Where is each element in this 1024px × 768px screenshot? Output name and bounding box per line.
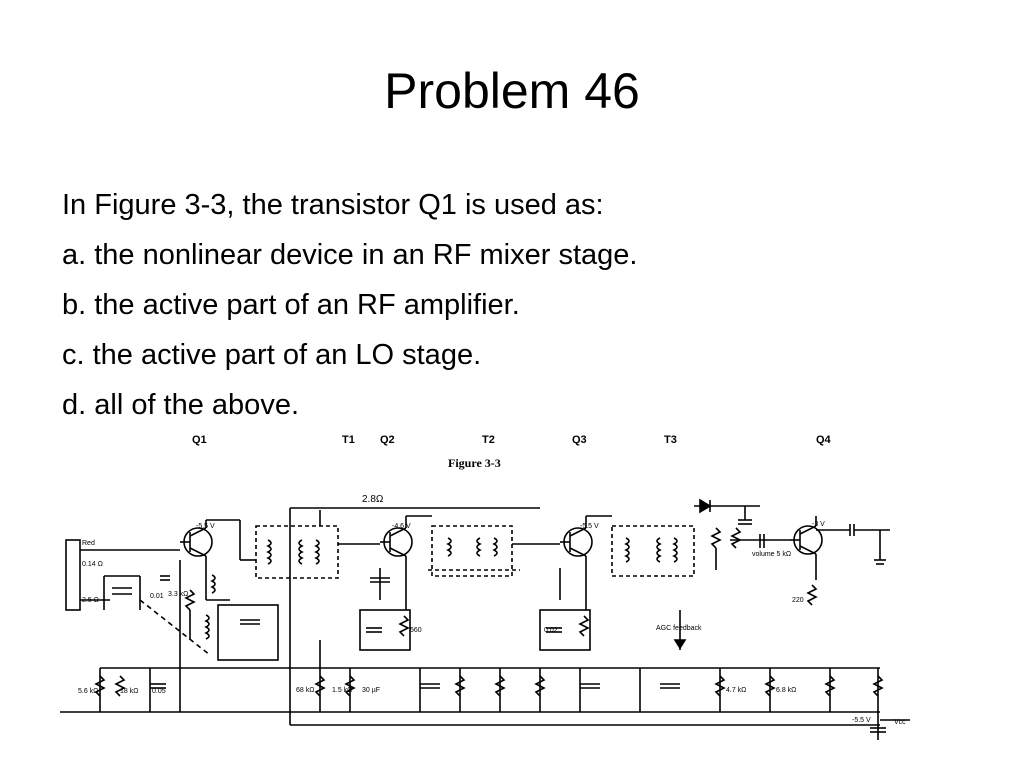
option-a: a. the nonlinear device in an RF mixer s… <box>62 239 638 271</box>
label-q2-v: -4.6 V <box>392 523 411 530</box>
label-4-7k: 4.7 kΩ <box>726 687 746 694</box>
option-c: c. the active part of an LO stage. <box>62 339 482 371</box>
label-68k: 68 kΩ <box>296 687 314 694</box>
label-q3-v: -5.5 V <box>580 523 599 530</box>
label-3-3k: 3.3 kΩ <box>168 591 188 598</box>
label-0-05: 0.05 <box>152 688 166 695</box>
question-block: In Figure 3-3, the transistor Q1 is used… <box>62 186 637 436</box>
label-volume: volume 5 kΩ <box>752 551 791 558</box>
option-d: d. all of the above. <box>62 389 299 421</box>
question-text: In Figure 3-3, the transistor Q1 is used… <box>62 189 604 221</box>
label-18k: 18 kΩ <box>120 688 138 695</box>
label-560: 560 <box>410 627 422 634</box>
label-t3: T3 <box>664 434 677 446</box>
label-t1: T1 <box>342 434 355 446</box>
option-b: b. the active part of an RF amplifier. <box>62 289 520 321</box>
label-agc: AGC feedback <box>656 625 702 632</box>
label-vcc: Vcc <box>894 719 906 726</box>
label-0-14: 0.14 Ω <box>82 561 103 568</box>
slide-title: Problem 46 <box>384 63 640 119</box>
label-30u: 30 µF <box>362 687 380 694</box>
label-0-02: 0.02 <box>544 627 558 634</box>
label-2-5: 2.5 Ω <box>82 597 99 604</box>
label-supply: -5.5 V <box>852 717 871 724</box>
label-r-top: 2.8Ω <box>362 494 384 505</box>
figure-caption: Figure 3-3 <box>448 456 501 470</box>
label-ant: Red <box>82 540 95 547</box>
label-6-8k: 6.8 kΩ <box>776 687 796 694</box>
label-q4: Q4 <box>816 434 831 446</box>
label-5-6k: 5.6 kΩ <box>78 688 98 695</box>
label-1-5k: 1.5 kΩ <box>332 687 352 694</box>
label-220: 220 <box>792 597 804 604</box>
label-q1: Q1 <box>192 434 207 446</box>
label-q4-v: -3 V <box>812 521 825 528</box>
label-q1-v: -5.5 V <box>196 523 215 530</box>
label-0-01: 0.01 <box>150 593 164 600</box>
label-q3: Q3 <box>572 434 587 446</box>
label-t2: T2 <box>482 434 495 446</box>
label-q2: Q2 <box>380 434 395 446</box>
